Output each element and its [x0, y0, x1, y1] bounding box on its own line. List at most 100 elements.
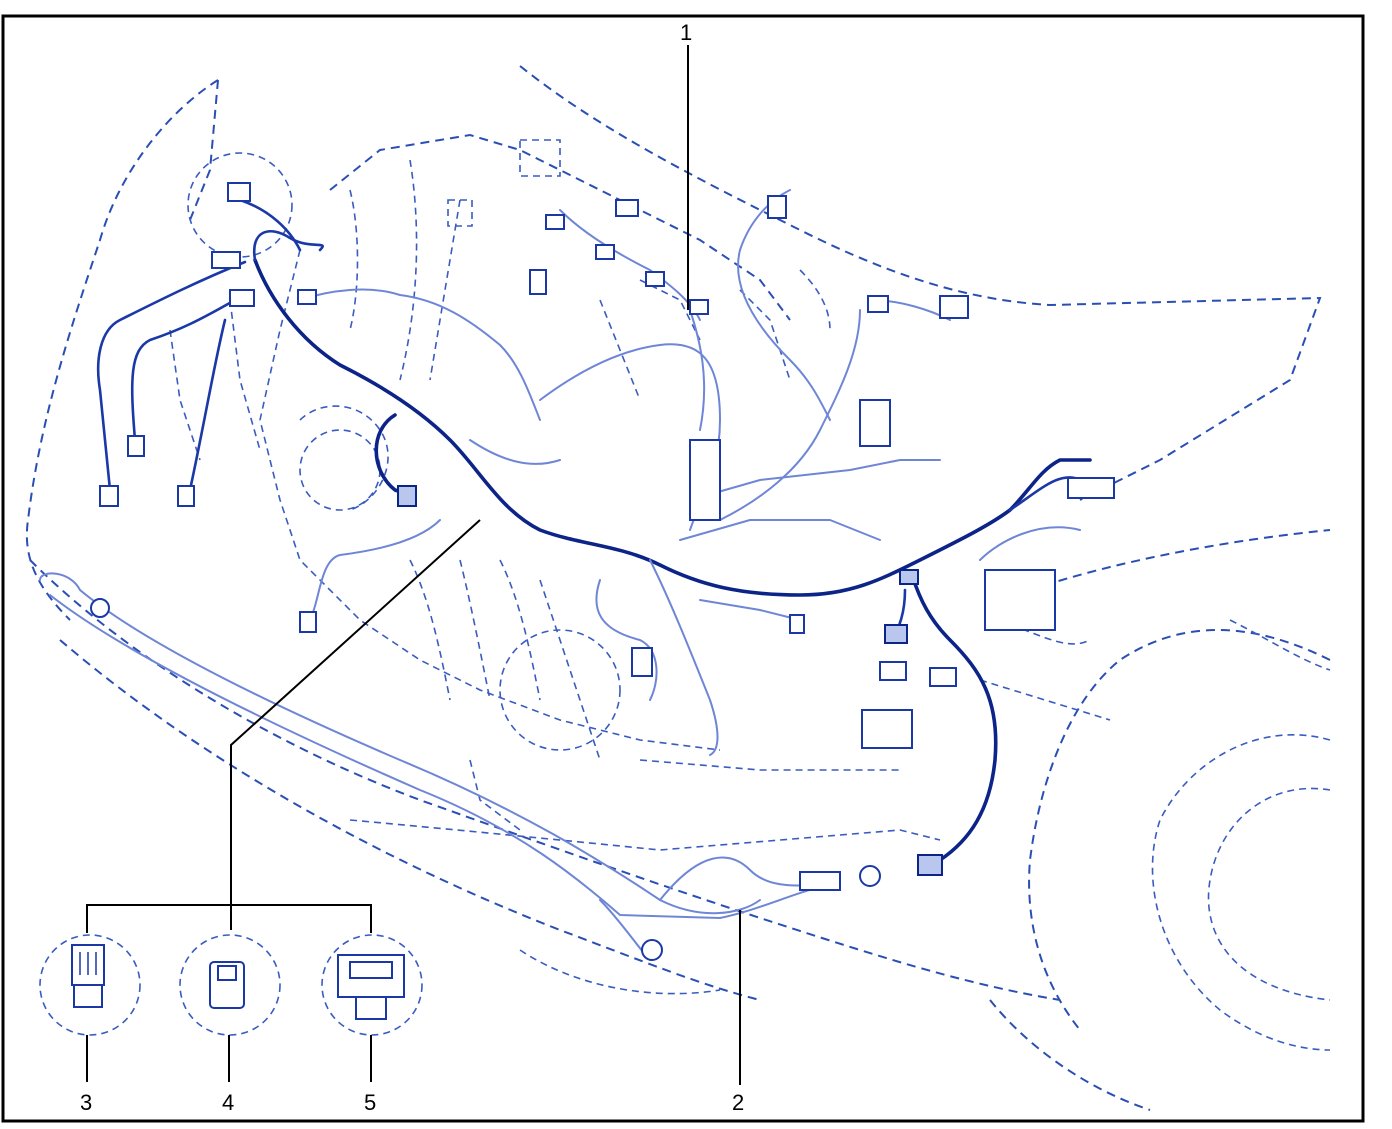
headlamp-lead	[238, 198, 302, 252]
bumper-grommet-left	[90, 598, 110, 618]
horn-bracket	[861, 709, 913, 749]
leader-bracket	[86, 904, 372, 933]
wheel-hub-outline	[1207, 787, 1331, 1001]
diagram-frame	[1, 14, 1365, 1123]
callout-2: 2	[732, 1090, 744, 1115]
lower-connector-1	[879, 661, 907, 681]
callout-labels: 1 2 3 4 5	[80, 20, 744, 1115]
injector-rail-harness	[559, 209, 701, 321]
bumper-sensor	[859, 865, 881, 887]
engine-rib-6	[499, 559, 541, 701]
inset-circle-3	[39, 934, 141, 1036]
injector-connector-1	[545, 214, 565, 230]
inset-details	[39, 934, 423, 1036]
left-branch-b	[130, 298, 237, 442]
connector-type-4	[209, 961, 245, 1009]
upper-sensor-connector	[767, 195, 787, 219]
branch-clip	[899, 569, 919, 585]
lower-left-connector	[299, 611, 317, 633]
oil-sensor-connector	[631, 647, 653, 677]
left-fender-outline	[25, 79, 219, 621]
bumper-grommet-right	[641, 939, 663, 961]
cross-harness	[689, 459, 941, 501]
ground-lug	[789, 614, 805, 634]
left-connector-5	[177, 485, 195, 507]
bumper-harness-b	[49, 594, 831, 919]
fusebox-body	[984, 569, 1056, 631]
left-branch-a	[96, 260, 247, 492]
connectors	[90, 182, 1115, 961]
right-lower-outline	[989, 999, 1151, 1111]
injector-connector-3	[645, 271, 665, 287]
right-fender-top	[1029, 529, 1331, 591]
cam-sensor-connector	[615, 199, 639, 217]
engine-rib-2	[399, 159, 418, 381]
engine-top-outline	[329, 133, 791, 321]
battery-outline	[799, 269, 831, 331]
engine-rib-9	[599, 299, 641, 401]
engine-harness-a	[299, 288, 541, 421]
bumper-harness-a	[39, 572, 761, 915]
hood-outline	[519, 65, 1322, 501]
injector-connector-2	[595, 244, 615, 260]
upper-right-connector	[939, 295, 969, 319]
oil-sensor-harness	[595, 579, 658, 701]
radiator-line-2	[229, 299, 261, 451]
right-lower-branch	[910, 573, 998, 862]
right-fender-crease	[1229, 619, 1331, 671]
mid-harness-right	[719, 309, 861, 521]
engine-pulley	[299, 405, 389, 511]
engine-rib-7	[539, 579, 601, 761]
sensor-lead	[374, 413, 412, 497]
relay-block	[859, 399, 891, 447]
connector-5-pins	[349, 961, 393, 979]
mid-right-connector	[867, 295, 889, 313]
lower-cross-harness	[699, 599, 801, 621]
cross-harness-lower	[679, 519, 881, 541]
detail-circle-left	[187, 152, 293, 258]
connector-4-latch	[217, 965, 237, 981]
engine-lower-circle	[499, 629, 621, 751]
injector-connector-4	[689, 299, 709, 315]
connector-3-base	[73, 984, 103, 1008]
engine-rib-4	[409, 559, 451, 701]
engine-base-line	[469, 759, 521, 831]
engine-rib-1	[349, 189, 359, 331]
bumper-lip-outline	[59, 639, 761, 1001]
left-connector-4	[127, 435, 145, 457]
engine-bolt-1	[447, 199, 473, 227]
pulley-circle	[299, 429, 381, 511]
callout-5: 5	[364, 1090, 376, 1115]
injector-drop	[689, 309, 706, 431]
wheel-outline	[1151, 734, 1331, 1051]
sensor-connector	[397, 485, 417, 507]
engine-rib-5	[459, 559, 491, 701]
bumper-connector	[799, 871, 841, 891]
main-harness	[96, 198, 1102, 862]
lower-left-harness	[309, 519, 441, 621]
harness-loop-top	[252, 229, 324, 262]
engine-cap	[519, 139, 561, 177]
engine-connector-1	[297, 289, 317, 305]
left-branch-c	[188, 318, 227, 492]
engine-connector-2	[529, 269, 547, 295]
vehicle-body-outline	[25, 65, 1331, 1111]
connector-type-3	[71, 944, 105, 1008]
headlamp-connector	[227, 182, 251, 202]
ecu-connector	[689, 439, 721, 521]
secondary-harness	[39, 189, 1081, 961]
wheel-arch-outline	[1028, 629, 1331, 1031]
engine-rib-3	[429, 199, 461, 381]
radiator-line-1	[169, 329, 201, 461]
lower-connector-2	[929, 667, 957, 687]
main-harness-trunk	[253, 258, 1092, 597]
relay-connector	[884, 624, 908, 644]
engine-rib-10	[739, 289, 791, 381]
fusebox-harness	[979, 526, 1081, 561]
engine-block-outline	[169, 133, 1091, 831]
bumper-inner-outline	[519, 949, 721, 995]
left-fender-inner	[189, 79, 219, 221]
right-panel-line	[979, 679, 1111, 721]
callout-1: 1	[680, 20, 692, 45]
